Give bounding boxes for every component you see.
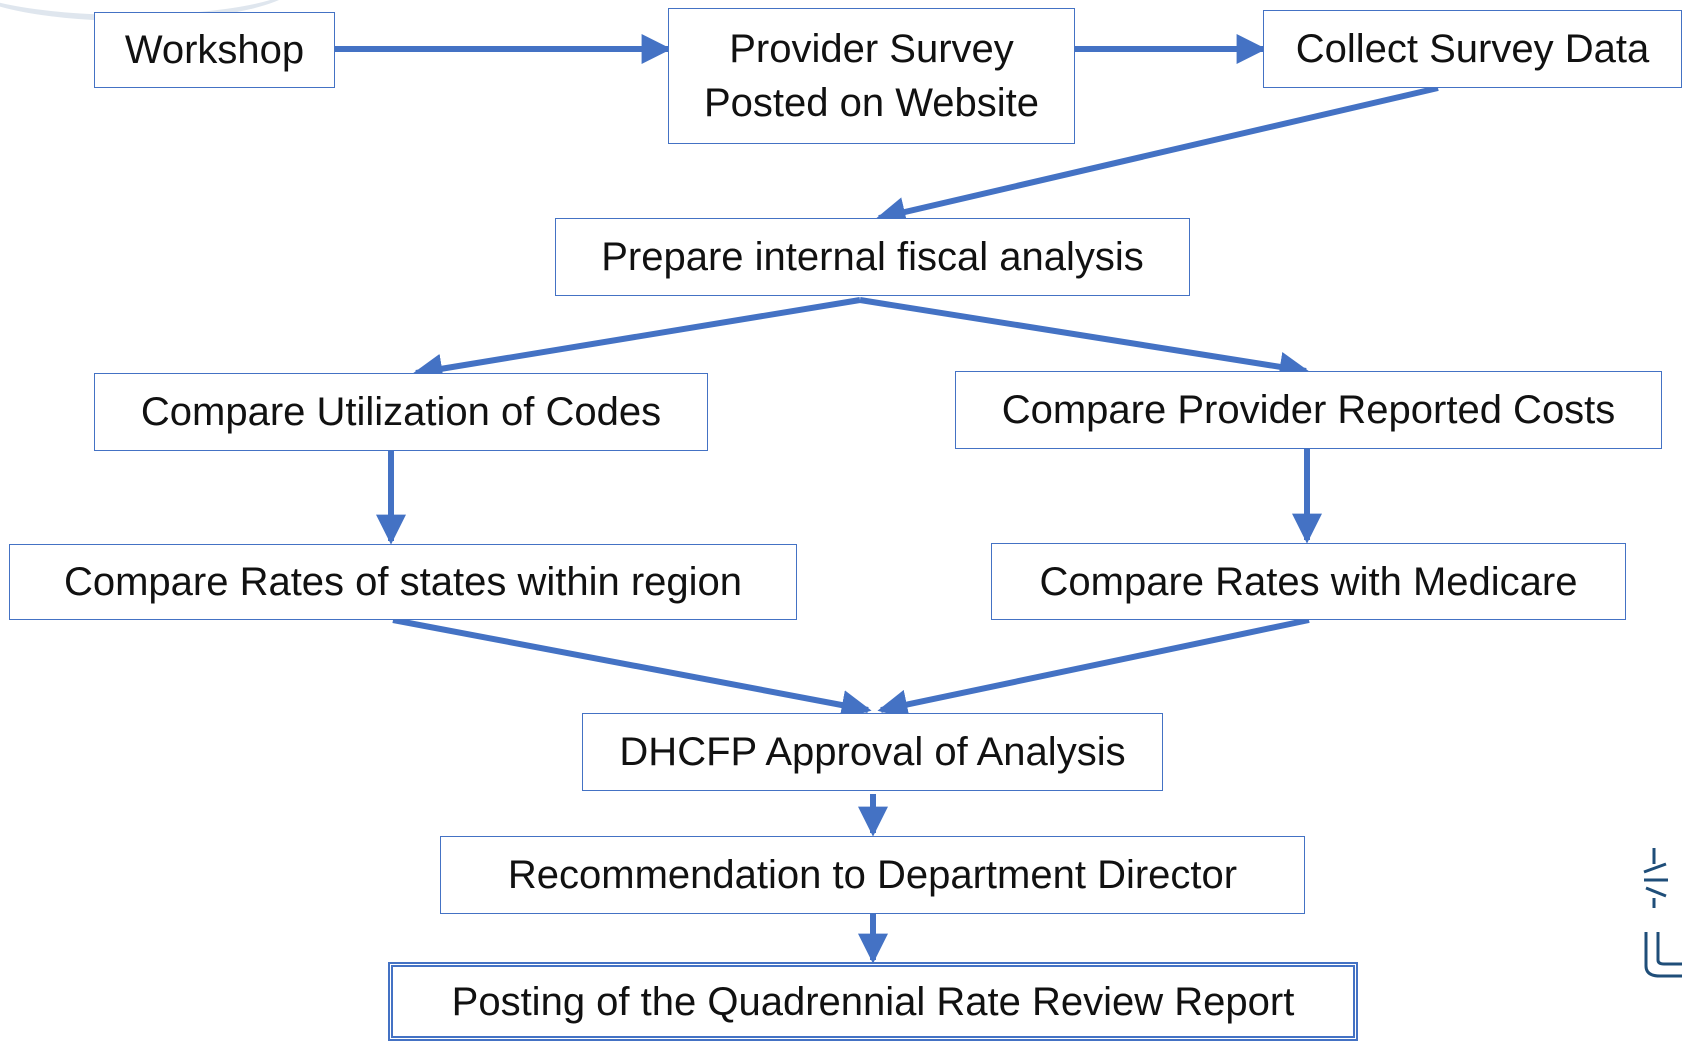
node-label: Recommendation to Department Director: [507, 853, 1238, 897]
node-compare-costs: Compare Provider Reported Costs: [955, 371, 1662, 449]
node-label: Collect Survey Data: [1295, 27, 1650, 71]
arrow-fiscal-analysis-to-utilization: [412, 297, 861, 384]
node-label: Compare Rates with Medicare: [1039, 559, 1578, 604]
arrow-collect-data-to-fiscal-analysis: [875, 85, 1439, 227]
node-provider-survey: Provider Survey Posted on Website: [668, 8, 1075, 144]
node-label: Workshop: [124, 28, 305, 72]
node-workshop: Workshop: [94, 12, 335, 88]
arrow-fiscal-analysis-to-costs: [859, 297, 1310, 382]
arrow-medicare-to-approval: [877, 617, 1310, 720]
node-collect-survey-data: Collect Survey Data: [1263, 10, 1682, 88]
node-label: Posting of the Quadrennial Rate Review R…: [451, 979, 1295, 1024]
arrow-region-to-approval: [392, 617, 872, 720]
node-label-line1: Provider Survey: [729, 27, 1014, 71]
node-label: Compare Provider Reported Costs: [1001, 388, 1616, 432]
node-compare-medicare: Compare Rates with Medicare: [991, 543, 1626, 620]
node-compare-utilization: Compare Utilization of Codes: [94, 373, 708, 451]
node-label-line2: Posted on Website: [703, 81, 1040, 125]
node-posting-report: Posting of the Quadrennial Rate Review R…: [388, 962, 1358, 1041]
node-recommendation: Recommendation to Department Director: [440, 836, 1305, 914]
node-label: Compare Utilization of Codes: [140, 390, 662, 434]
node-fiscal-analysis: Prepare internal fiscal analysis: [555, 218, 1190, 296]
node-compare-region: Compare Rates of states within region: [9, 544, 797, 620]
node-label: Compare Rates of states within region: [63, 560, 743, 604]
node-label: DHCFP Approval of Analysis: [619, 730, 1126, 774]
logo-fragment-icon: [1643, 848, 1682, 978]
node-dhcfp-approval: DHCFP Approval of Analysis: [582, 713, 1163, 791]
node-label: Prepare internal fiscal analysis: [601, 235, 1144, 279]
